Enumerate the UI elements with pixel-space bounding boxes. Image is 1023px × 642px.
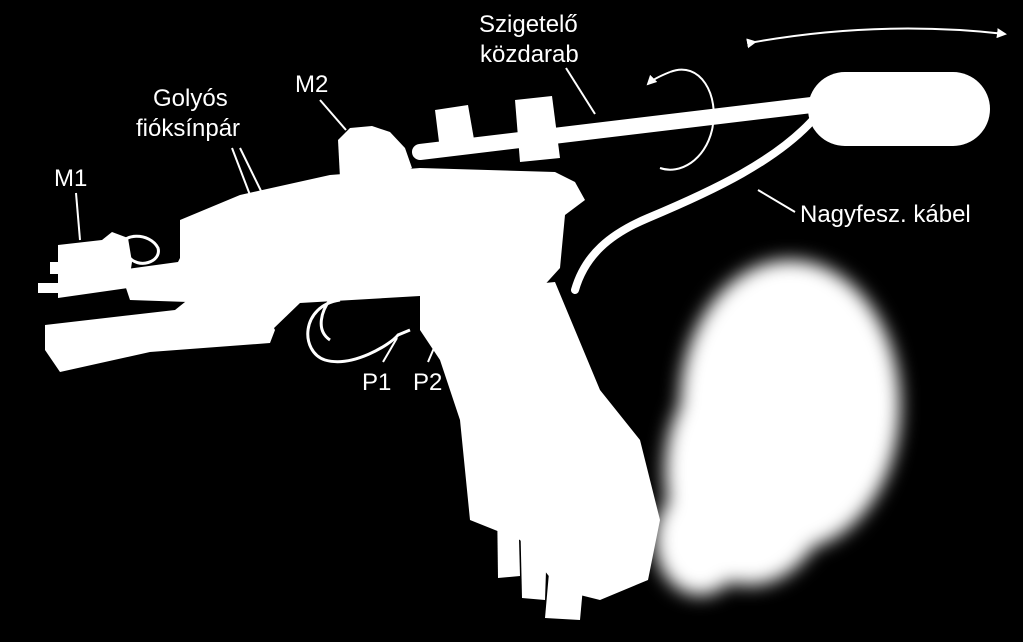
label-hv-cable: Nagyfesz. kábel bbox=[800, 201, 971, 228]
label-p1: P1 bbox=[362, 369, 391, 396]
p2-leader bbox=[427, 347, 435, 363]
p1-leader bbox=[382, 337, 398, 363]
middle-leg bbox=[520, 510, 548, 600]
m1-stub bbox=[50, 262, 62, 274]
electrode bbox=[808, 72, 990, 146]
label-rails-line1: Golyós bbox=[153, 85, 228, 112]
m1-wire-loop bbox=[118, 234, 160, 265]
m1-carriage bbox=[120, 246, 202, 302]
insulator-rod bbox=[412, 96, 828, 160]
label-insulator-line2: közdarab bbox=[480, 41, 579, 68]
rails-leader-2 bbox=[239, 147, 263, 194]
label-m2: M2 bbox=[295, 71, 328, 98]
label-p2: P2 bbox=[413, 369, 442, 396]
left-leg bbox=[497, 500, 520, 578]
column-block bbox=[420, 282, 660, 600]
label-rails-line2: fióksínpár bbox=[136, 115, 240, 142]
leader-lines bbox=[75, 67, 796, 363]
m1-leader bbox=[75, 192, 81, 241]
hv-cable bbox=[571, 110, 822, 294]
light-glow bbox=[655, 260, 900, 595]
m2-module bbox=[338, 126, 412, 178]
p-wire-loop bbox=[306, 298, 411, 364]
m2-leader bbox=[319, 99, 347, 131]
rotation-arrow-icon bbox=[646, 68, 715, 171]
insulator-leader bbox=[565, 67, 596, 115]
m1-bolt bbox=[38, 283, 60, 293]
rails-leader-1 bbox=[231, 147, 251, 196]
m1-base bbox=[45, 298, 275, 372]
double-arrow-icon bbox=[746, 27, 1007, 49]
m1-module bbox=[58, 232, 132, 298]
label-insulator-line1: Szigetelő bbox=[479, 11, 578, 38]
hv-cable-leader bbox=[757, 189, 796, 213]
apparatus-silhouette bbox=[38, 96, 900, 620]
label-m1: M1 bbox=[54, 165, 87, 192]
right-leg bbox=[545, 505, 590, 620]
